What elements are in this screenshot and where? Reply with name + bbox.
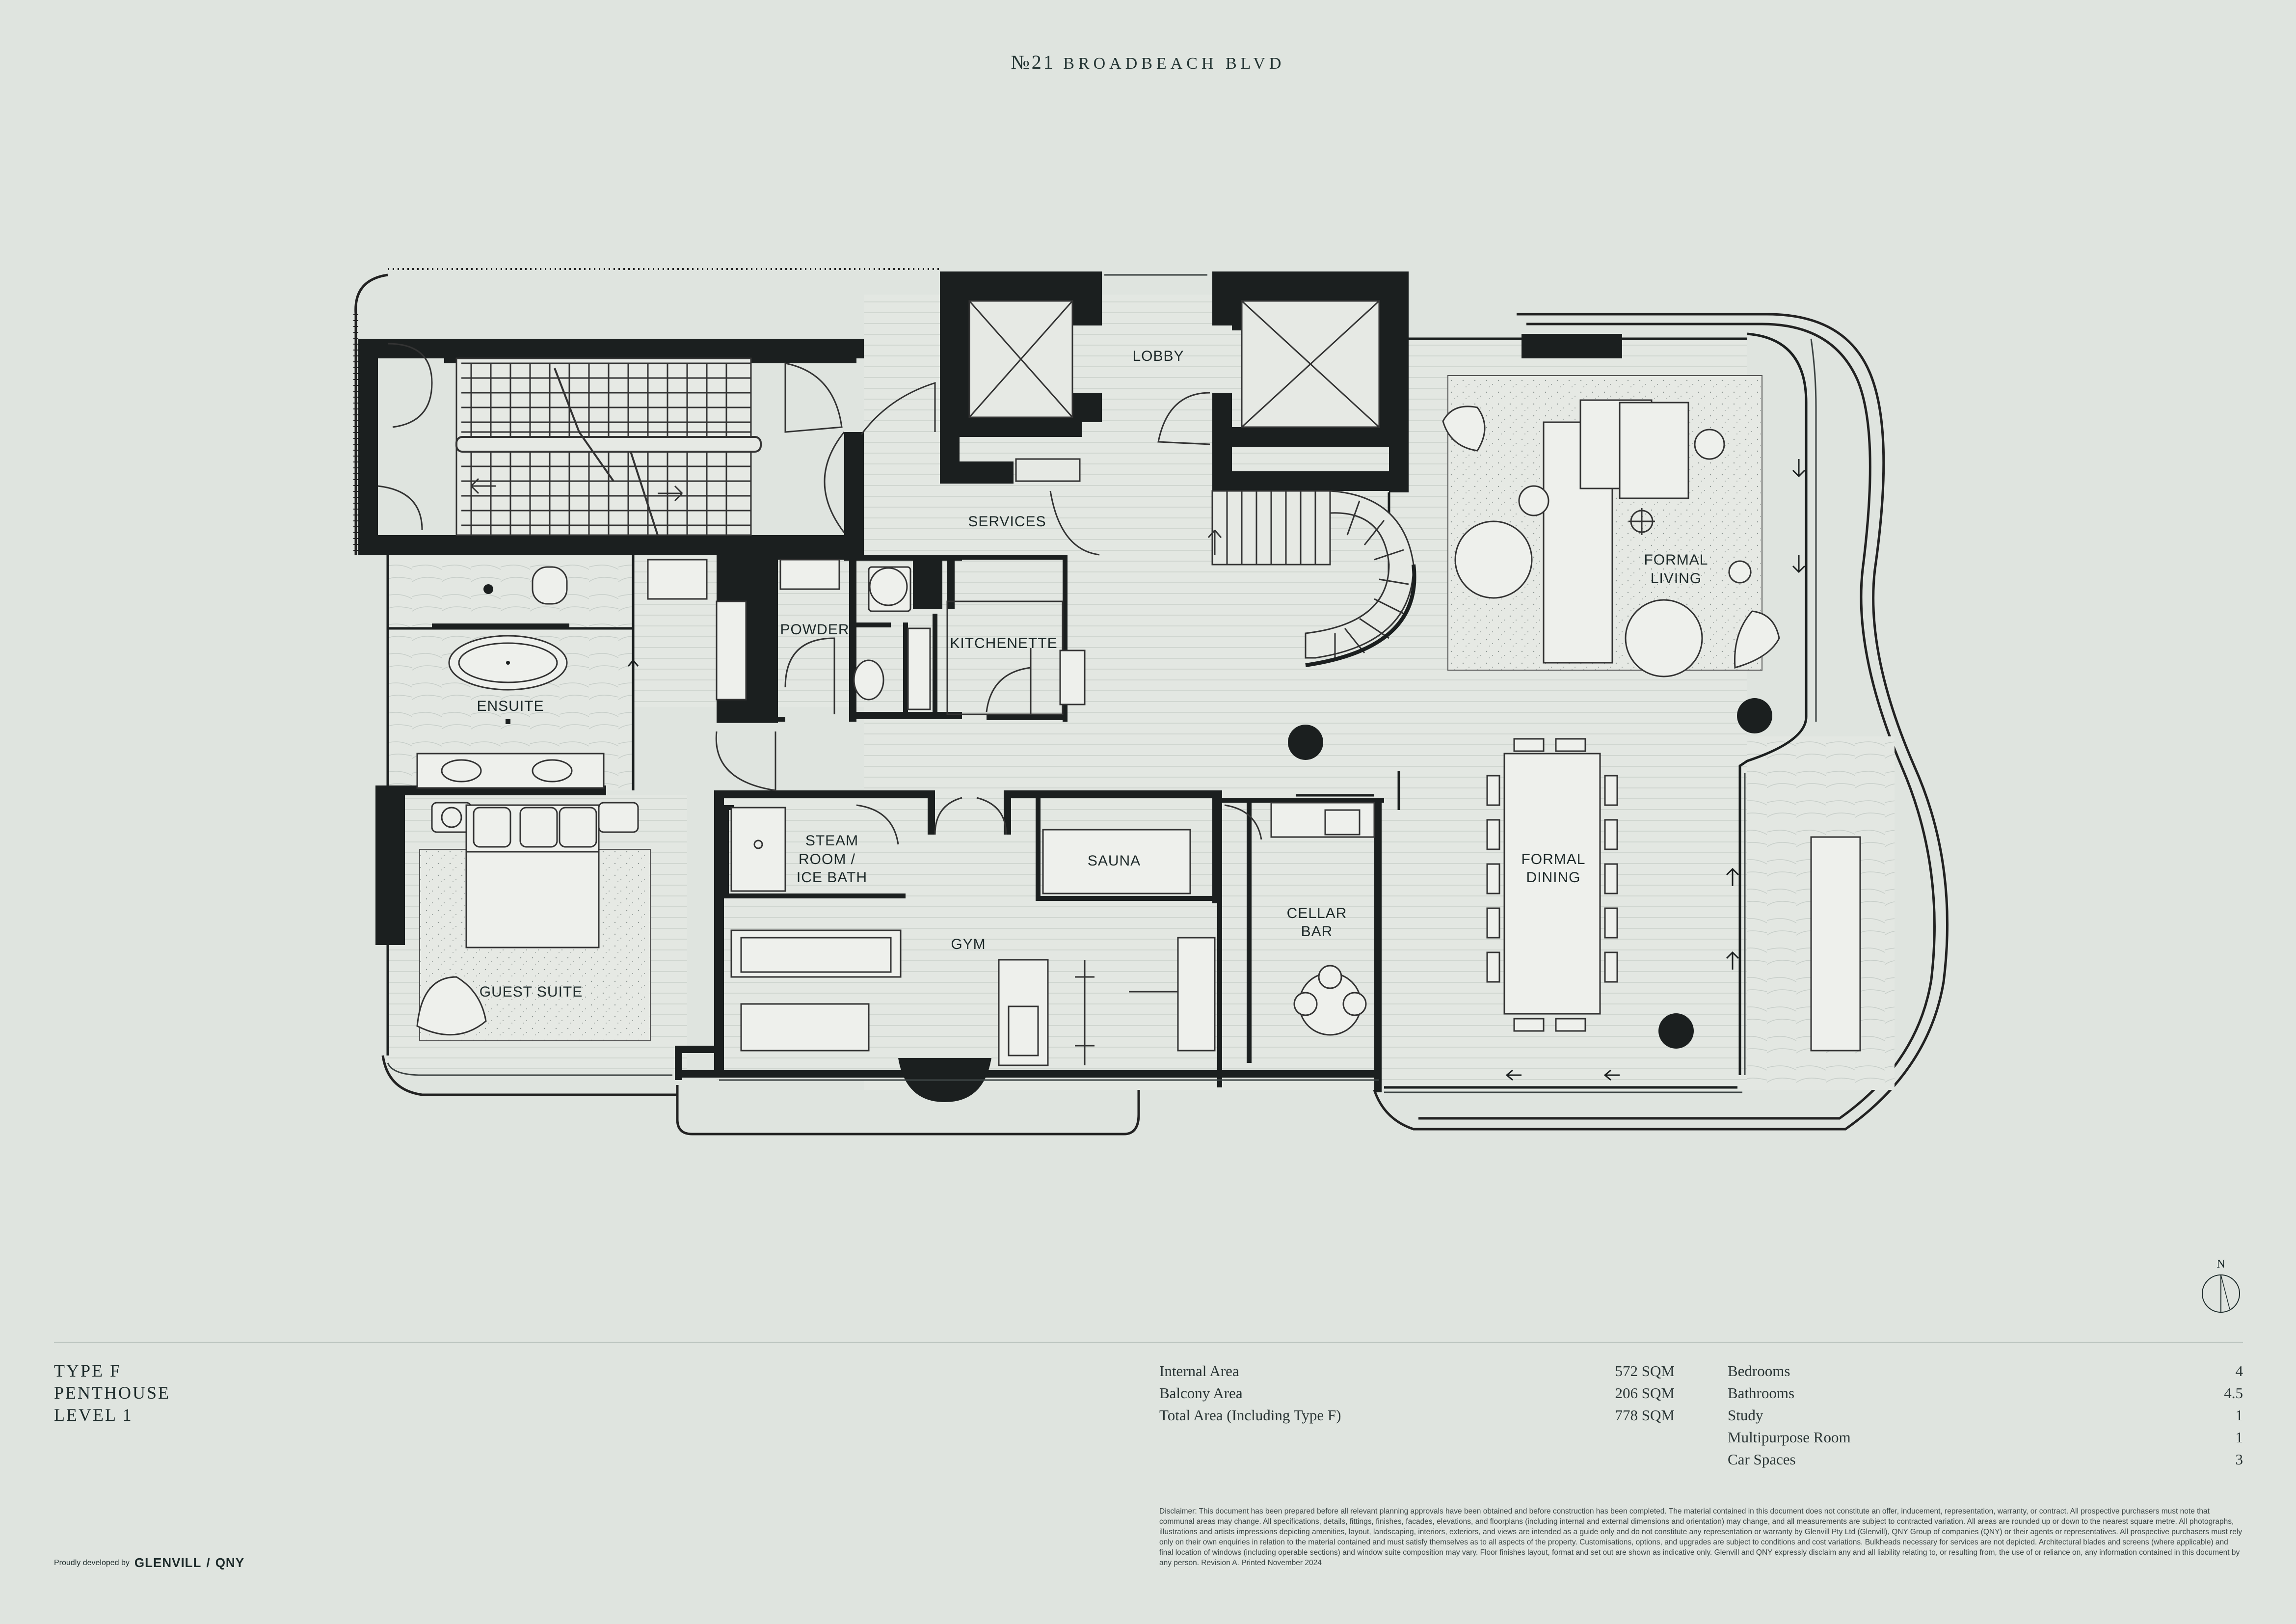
north-label: N [2216, 1258, 2225, 1271]
developer-credit: Proudly developed by GLENVILL / QNY [54, 1555, 244, 1570]
qny-logo: QNY [215, 1555, 245, 1570]
feature-value: 4.5 [2224, 1384, 2243, 1402]
label-powder: POWDER [780, 622, 850, 638]
brand-number: №21 [1011, 51, 1055, 73]
area-value: 778 SQM [1615, 1407, 1675, 1424]
feature-row: Study 1 [1728, 1404, 2243, 1426]
area-value: 572 SQM [1615, 1362, 1675, 1380]
glazing [387, 274, 1817, 1093]
label-kitchenette: KITCHENETTE [950, 635, 1057, 651]
brand-title: №21 BROADBEACH BLVD [0, 51, 2296, 74]
label-cellar-1: CELLAR [1287, 905, 1347, 921]
area-label: Internal Area [1159, 1362, 1239, 1380]
feature-row: Bedrooms 4 [1728, 1360, 2243, 1382]
label-steam-3: ICE BATH [797, 869, 867, 886]
features-table: Bedrooms 4 Bathrooms 4.5 Study 1 Multipurpo… [1728, 1360, 2243, 1470]
label-guest-suite: GUEST SUITE [480, 984, 583, 1000]
area-label: Balcony Area [1159, 1384, 1243, 1402]
powder-fixtures [779, 559, 1086, 715]
lift-shafts [968, 300, 1380, 482]
unit-name: PENTHOUSE [54, 1383, 171, 1403]
label-services: SERVICES [968, 514, 1046, 530]
area-table: Internal Area 572 SQM Balcony Area 206 SQM… [1159, 1360, 1675, 1426]
door-swings [715, 381, 1262, 845]
feature-value: 1 [2235, 1407, 2243, 1424]
ensuite-marks [432, 584, 569, 724]
disclaimer-text: Disclaimer: This document has been prepa… [1159, 1507, 2243, 1567]
feature-label: Bathrooms [1728, 1384, 1795, 1402]
label-formal-dining-2: DINING [1526, 869, 1581, 886]
brand-name: BROADBEACH BLVD [1063, 54, 1285, 73]
developer-prefix: Proudly developed by [54, 1558, 130, 1567]
unit-type: TYPE F [54, 1361, 122, 1380]
spiral-stair [1207, 490, 1416, 667]
gym-equipment [730, 929, 1216, 1066]
dining-furniture [1486, 738, 1861, 1052]
floor-plan: LOBBY SERVICES POWDER KITCHENETTE ENSUIT… [353, 268, 1949, 1136]
feature-label: Study [1728, 1407, 1763, 1424]
logo-separator: / [206, 1555, 211, 1570]
feature-label: Bedrooms [1728, 1362, 1790, 1380]
unit-level: LEVEL 1 [54, 1405, 133, 1425]
label-lobby: LOBBY [1132, 348, 1184, 364]
feature-value: 1 [2235, 1429, 2243, 1446]
unit-type-block: TYPE F PENTHOUSE LEVEL 1 [54, 1360, 170, 1426]
room-labels: LOBBY SERVICES POWDER KITCHENETTE ENSUIT… [477, 348, 1708, 1000]
glenvill-logo: GLENVILL [134, 1555, 202, 1570]
label-ensuite: ENSUITE [477, 698, 544, 714]
label-formal-living-2: LIVING [1651, 570, 1702, 587]
footer-divider [54, 1342, 2243, 1343]
wellness-fixtures [730, 802, 1375, 1036]
walls [358, 271, 1772, 1102]
feature-value: 3 [2235, 1451, 2243, 1468]
feature-label: Multipurpose Room [1728, 1429, 1851, 1446]
direction-arrows [627, 459, 1806, 1081]
label-sauna: SAUNA [1088, 853, 1141, 869]
label-cellar-2: BAR [1301, 923, 1333, 940]
main-stair [377, 343, 845, 536]
area-row: Total Area (Including Type F) 778 SQM [1159, 1404, 1675, 1426]
area-value: 206 SQM [1615, 1384, 1675, 1402]
label-steam-2: ROOM / [799, 851, 855, 867]
feature-row: Car Spaces 3 [1728, 1448, 2243, 1470]
feature-value: 4 [2235, 1362, 2243, 1380]
internal-walls [386, 332, 1808, 1089]
area-row: Balcony Area 206 SQM [1159, 1382, 1675, 1404]
guest-bed [416, 804, 600, 1036]
label-formal-dining-1: FORMAL [1521, 851, 1585, 867]
north-arrow-icon: N [2202, 1258, 2240, 1313]
label-formal-living-1: FORMAL [1644, 552, 1708, 568]
feature-label: Car Spaces [1728, 1451, 1796, 1468]
label-steam-1: STEAM [805, 833, 858, 849]
label-gym: GYM [951, 936, 986, 952]
feature-row: Multipurpose Room 1 [1728, 1426, 2243, 1448]
balcony-outline [354, 273, 1949, 1136]
area-label: Total Area (Including Type F) [1159, 1407, 1341, 1424]
area-row: Internal Area 572 SQM [1159, 1360, 1675, 1382]
living-furniture [1442, 399, 1780, 677]
feature-row: Bathrooms 4.5 [1728, 1382, 2243, 1404]
